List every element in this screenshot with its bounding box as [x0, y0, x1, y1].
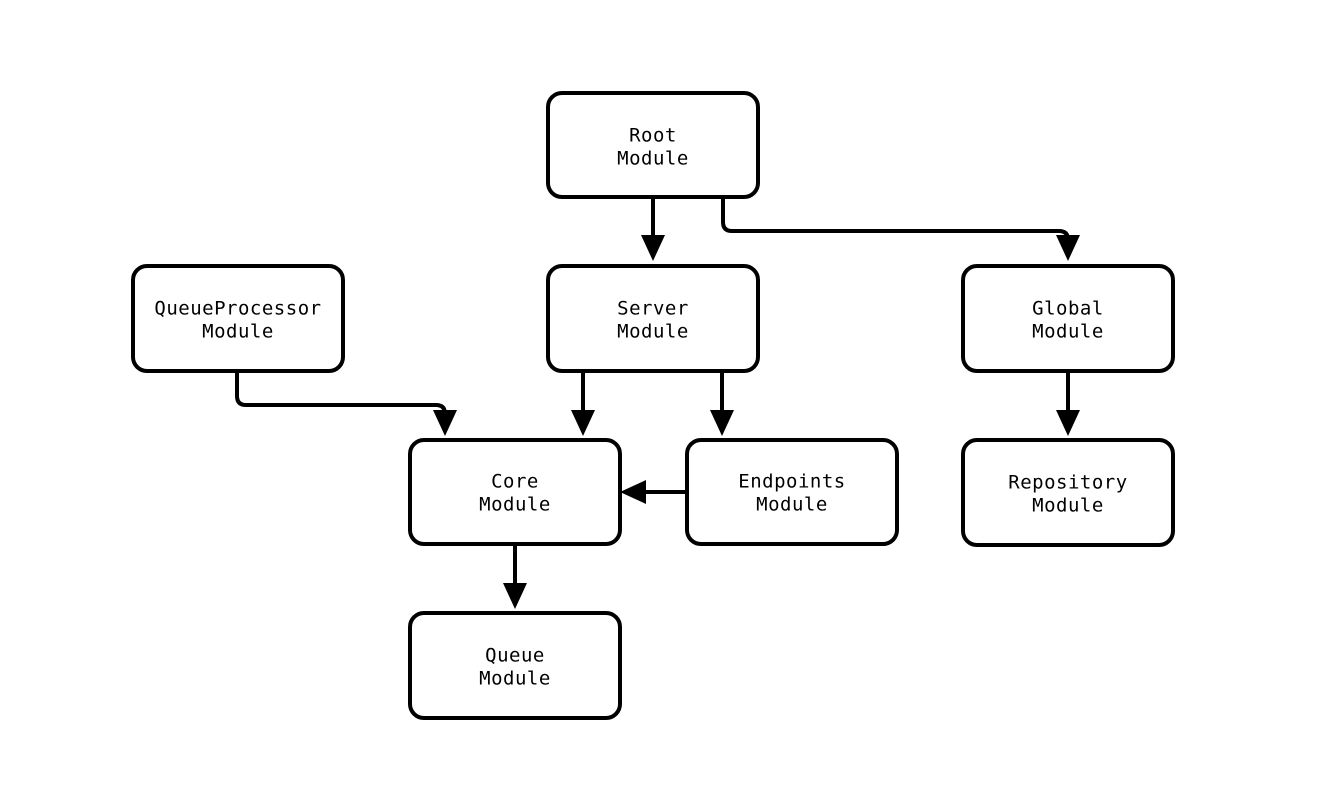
- edge-root-to-global: [721, 197, 1080, 261]
- node-root-module-label-line2: Module: [617, 148, 689, 170]
- node-queue-module-box[interactable]: [408, 611, 622, 720]
- node-endpoints-module-label-line1: Endpoints: [738, 471, 845, 493]
- node-core-module-box[interactable]: [408, 438, 622, 546]
- node-server-module[interactable]: Server Module: [546, 264, 760, 373]
- node-repository-module-label-line1: Repository: [1008, 472, 1127, 494]
- node-queue-module-label-line1: Queue: [485, 645, 545, 667]
- node-queueprocessor-module[interactable]: QueueProcessor Module: [131, 264, 345, 373]
- node-core-module-label-line2: Module: [479, 494, 551, 516]
- edge-root-to-server: [641, 197, 665, 261]
- node-core-module-label-line1: Core: [491, 471, 539, 493]
- node-root-module-label-line1: Root: [629, 125, 677, 147]
- node-queueprocessor-module-box[interactable]: [131, 264, 345, 373]
- edge-global-to-repository-arrowhead: [1056, 410, 1080, 436]
- edge-root-to-global-arrowhead: [1056, 235, 1080, 261]
- node-server-module-label-line1: Server: [617, 298, 689, 320]
- node-endpoints-module-label-line2: Module: [756, 494, 828, 516]
- node-server-module-box[interactable]: [546, 264, 760, 373]
- node-endpoints-module[interactable]: Endpoints Module: [685, 438, 899, 546]
- node-global-module-label-line2: Module: [1032, 321, 1104, 343]
- node-repository-module-box[interactable]: [961, 438, 1175, 547]
- node-core-module[interactable]: Core Module: [408, 438, 622, 546]
- node-queueprocessor-module-label-line1: QueueProcessor: [154, 298, 321, 320]
- edge-server-to-endpoints-arrowhead: [710, 410, 734, 436]
- node-global-module-box[interactable]: [961, 264, 1175, 373]
- edge-core-to-queue: [503, 544, 527, 609]
- edge-server-to-core: [571, 371, 595, 436]
- node-root-module-box[interactable]: [546, 91, 760, 199]
- edge-server-to-core-arrowhead: [571, 410, 595, 436]
- edge-queueprocessor-to-core-line: [235, 371, 447, 416]
- node-queue-module[interactable]: Queue Module: [408, 611, 622, 720]
- edge-endpoints-to-core-arrowhead: [620, 480, 646, 504]
- edge-server-to-endpoints: [710, 371, 734, 436]
- node-root-module[interactable]: Root Module: [546, 91, 760, 199]
- node-repository-module-label-line2: Module: [1032, 495, 1104, 517]
- edge-queueprocessor-to-core-arrowhead: [433, 410, 457, 436]
- edge-root-to-server-arrowhead: [641, 235, 665, 261]
- node-endpoints-module-box[interactable]: [685, 438, 899, 546]
- node-global-module[interactable]: Global Module: [961, 264, 1175, 373]
- edge-core-to-queue-arrowhead: [503, 583, 527, 609]
- node-global-module-label-line1: Global: [1032, 298, 1104, 320]
- edge-endpoints-to-core: [620, 480, 687, 504]
- node-repository-module[interactable]: Repository Module: [961, 438, 1175, 547]
- node-queueprocessor-module-label-line2: Module: [202, 321, 274, 343]
- node-queue-module-label-line2: Module: [479, 668, 551, 690]
- edge-root-to-global-line: [721, 197, 1070, 242]
- edge-queueprocessor-to-core: [235, 371, 457, 436]
- edge-global-to-repository: [1056, 371, 1080, 436]
- node-server-module-label-line2: Module: [617, 321, 689, 343]
